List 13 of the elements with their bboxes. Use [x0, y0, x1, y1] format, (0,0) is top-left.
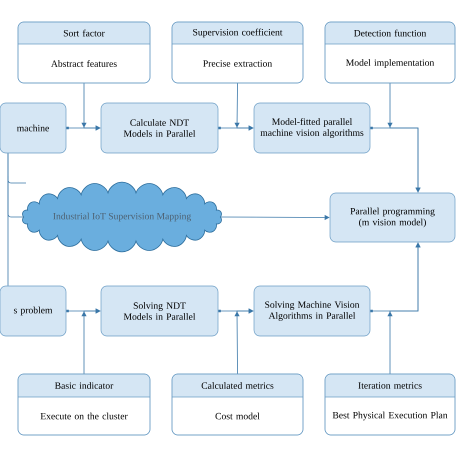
process-box: Solving Machine Vision Algorithms in Parallel [254, 286, 370, 336]
titled-box: Calculated metrics Cost model [172, 374, 304, 436]
process-box: Calculate NDT Models in Parallel [100, 102, 218, 154]
process-box: Model-fitted parallel machine vision algorithms [254, 102, 370, 154]
titled-box: Detection function Model implementation [324, 22, 456, 84]
titled-box: Sort factor Abstract features [18, 22, 150, 84]
process-box: Solving NDT Models in Parallel [100, 286, 218, 336]
process-box: Parallel programming (m vision model) [330, 192, 456, 242]
titled-box: Supervision coefficient Precise extraction [172, 22, 304, 84]
process-box: machine [0, 102, 66, 154]
process-box: s problem [0, 286, 66, 336]
titled-box: Iteration metrics Best Physical Execution Plan [324, 374, 456, 436]
titled-box: Basic indicator Execute on the cluster [18, 374, 150, 436]
